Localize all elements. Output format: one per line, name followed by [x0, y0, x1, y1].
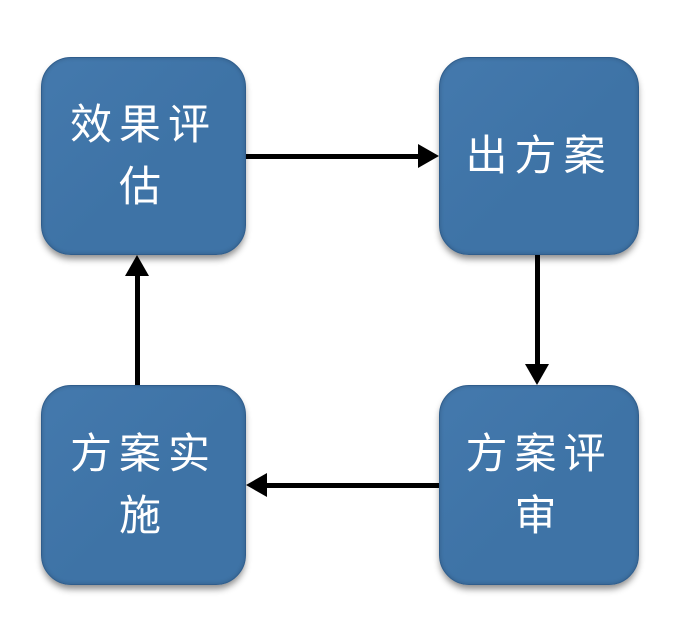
arrow-plan-review-to-plan-implementation: [246, 473, 439, 497]
arrow-shaft: [267, 482, 439, 488]
arrow-shaft: [246, 153, 418, 159]
arrow-head-up-icon: [125, 255, 149, 276]
arrow-head-right-icon: [418, 144, 439, 168]
arrow-head-left-icon: [246, 473, 267, 497]
node-plan-implementation: 方案实 施: [41, 385, 246, 585]
arrow-effect-evaluation-to-produce-plan: [246, 144, 439, 168]
arrow-produce-plan-to-plan-review: [525, 255, 549, 385]
node-plan-review: 方案评 审: [439, 385, 639, 585]
node-effect-evaluation: 效果评 估: [41, 57, 246, 255]
node-label: 效果评 估: [69, 101, 217, 210]
node-produce-plan: 出方案: [439, 57, 639, 255]
node-label: 出方案: [465, 132, 613, 179]
arrow-shaft: [534, 255, 540, 364]
arrow-plan-implementation-to-effect-evaluation: [125, 255, 149, 385]
node-label: 方案评 审: [465, 430, 613, 539]
arrow-shaft: [134, 276, 140, 385]
arrow-head-down-icon: [525, 364, 549, 385]
node-label: 方案实 施: [69, 430, 217, 539]
